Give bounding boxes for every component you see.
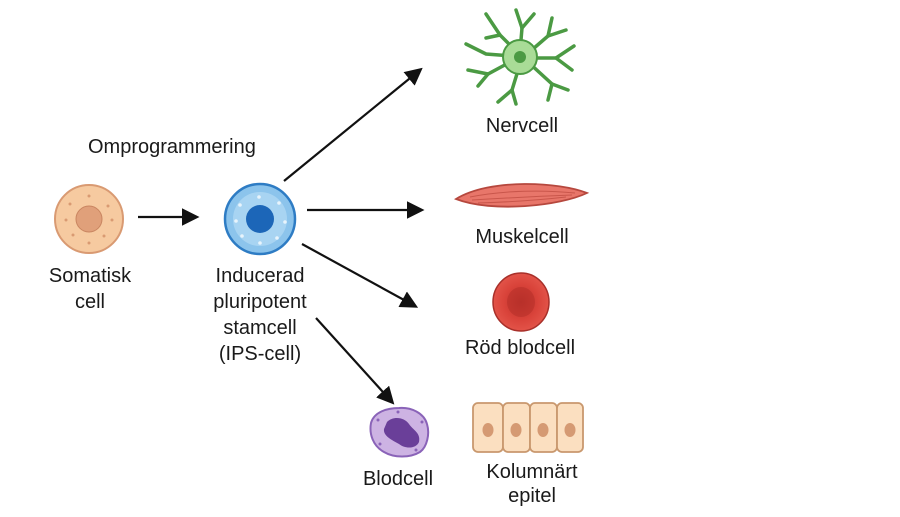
nerve-cell-label: Nervcell — [485, 115, 559, 137]
reprogramming-label: Omprogrammering — [88, 136, 256, 158]
ips-cell-label: Inducerad pluripotent stamcell (IPS-cell… — [190, 263, 330, 367]
white-blood-cell-icon — [369, 406, 430, 458]
somatic-cell-label-line1: Somatisk — [48, 265, 132, 287]
columnar-epithelium-label: Kolumnärt epitel — [462, 460, 602, 508]
arrow-ips-to-red-blood — [301, 243, 419, 308]
columnar-epithelium-label-line1: Kolumnärt — [486, 461, 578, 483]
red-blood-cell-label: Röd blodcell — [464, 337, 576, 359]
ips-cell-label-line1: Inducerad — [215, 265, 305, 287]
arrow-ips-to-blood — [315, 317, 395, 405]
arrow-ips-to-nerve — [283, 67, 423, 182]
muscle-cell-icon — [453, 183, 590, 208]
somatic-cell-label-line2: cell — [74, 291, 105, 313]
red-blood-cell-icon — [492, 272, 550, 332]
somatic-cell-label: Somatisk cell — [30, 263, 150, 315]
ips-cell-label-line2: pluripotent — [213, 291, 307, 313]
blood-cell-label: Blodcell — [362, 468, 434, 490]
ips-cell-label-line3: stamcell — [223, 317, 297, 339]
muscle-cell-label: Muskelcell — [475, 226, 569, 248]
nerve-cell-icon — [464, 8, 576, 106]
ips-cell-icon — [223, 182, 297, 256]
columnar-epithelium-icon — [472, 402, 584, 453]
somatic-cell-icon — [54, 184, 124, 254]
columnar-epithelium-label-line2: epitel — [508, 485, 556, 507]
ips-cell-label-line4: (IPS-cell) — [218, 343, 302, 365]
